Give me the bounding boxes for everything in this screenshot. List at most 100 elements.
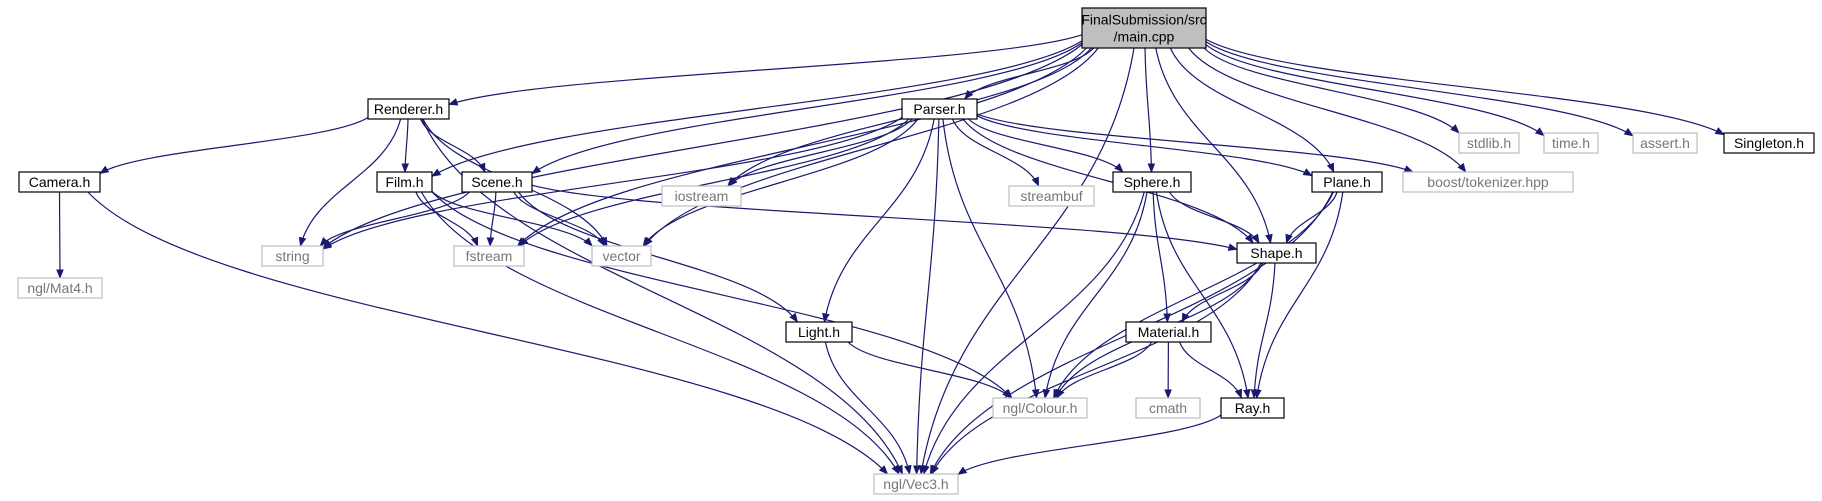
node-streambuf: streambuf — [1008, 185, 1095, 207]
edge-parser-to-tokenizer — [976, 113, 1414, 173]
node-light-label: Light.h — [798, 324, 840, 340]
edge-parser-to-vector — [642, 118, 919, 247]
edge-main-to-stdlib — [1203, 47, 1460, 134]
node-renderer-box — [367, 98, 450, 120]
node-camera[interactable]: Camera.h — [18, 171, 101, 193]
node-stdlib: stdlib.h — [1458, 132, 1520, 154]
edge-sphere-to-ray — [1155, 191, 1251, 399]
edge-camera-to-mat4 — [56, 191, 64, 279]
edge-plane-to-ray — [1254, 191, 1344, 399]
edge-shape-to-ray — [1250, 262, 1276, 399]
node-ray[interactable]: Ray.h — [1220, 397, 1285, 419]
node-film-box — [376, 171, 433, 193]
edge-layer — [56, 34, 1725, 476]
node-stdlib-label: stdlib.h — [1467, 135, 1511, 151]
edge-main-to-renderer — [448, 34, 1083, 106]
node-plane-box — [1311, 171, 1383, 193]
node-stdlib-box — [1458, 132, 1520, 154]
node-assert-label: assert.h — [1640, 135, 1690, 151]
edge-parser-to-string — [322, 117, 903, 250]
node-time-box — [1543, 132, 1599, 154]
edge-parser-to-light — [822, 118, 935, 323]
node-shape-box — [1236, 242, 1317, 264]
node-shape[interactable]: Shape.h — [1236, 242, 1317, 264]
node-sphere[interactable]: Sphere.h — [1112, 171, 1192, 193]
edge-main-to-string — [322, 44, 1083, 249]
node-film[interactable]: Film.h — [376, 171, 433, 193]
node-colour-label: ngl/Colour.h — [1003, 400, 1078, 416]
node-vec3-label: ngl/Vec3.h — [883, 476, 948, 492]
node-light[interactable]: Light.h — [785, 321, 853, 343]
edge-scene-to-light — [518, 191, 799, 323]
edge-film-to-vec3 — [420, 191, 900, 475]
node-mat4-box — [17, 277, 103, 299]
node-parser[interactable]: Parser.h — [901, 98, 978, 120]
edge-film-to-vector — [431, 190, 593, 247]
edge-scene-to-string — [319, 191, 470, 247]
node-singleton[interactable]: Singleton.h — [1723, 132, 1815, 154]
edge-main-to-film — [431, 40, 1083, 177]
node-ray-label: Ray.h — [1235, 400, 1271, 416]
edge-parser-to-colour — [942, 118, 1040, 399]
node-material[interactable]: Material.h — [1125, 321, 1212, 343]
edge-main-to-plane — [1169, 47, 1335, 173]
edge-renderer-to-scene — [420, 118, 486, 173]
edge-shape-to-material — [1181, 262, 1264, 323]
edge-sphere-to-vec3 — [922, 191, 1145, 475]
edge-material-to-colour — [1056, 341, 1153, 399]
node-renderer-label: Renderer.h — [374, 101, 443, 117]
edge-light-to-vec3 — [824, 341, 912, 475]
edge-scene-to-fstream — [486, 191, 497, 247]
edge-main-to-scene — [531, 42, 1083, 175]
edge-main-to-fstream — [517, 47, 1087, 247]
node-scene-label: Scene.h — [471, 174, 522, 190]
node-sphere-box — [1112, 171, 1192, 193]
node-fstream: fstream — [453, 245, 525, 267]
edge-sphere-to-shape — [1168, 191, 1260, 244]
edge-parser-to-plane — [976, 115, 1313, 177]
edge-sphere-to-material — [1152, 191, 1171, 323]
edge-main-to-vec3 — [918, 47, 1135, 475]
node-cmath: cmath — [1135, 397, 1201, 419]
node-scene[interactable]: Scene.h — [461, 171, 533, 193]
edge-renderer-to-film — [401, 118, 410, 173]
node-singleton-label: Singleton.h — [1734, 135, 1804, 151]
edge-scene-to-vector — [513, 191, 606, 247]
edge-parser-to-vec3 — [912, 118, 940, 475]
node-vec3: ngl/Vec3.h — [873, 473, 959, 495]
node-shape-label: Shape.h — [1250, 245, 1302, 261]
node-singleton-box — [1723, 132, 1815, 154]
node-tokenizer-label: boost/tokenizer.hpp — [1427, 174, 1549, 190]
node-camera-box — [18, 171, 101, 193]
edge-plane-to-colour — [1053, 191, 1334, 399]
edge-camera-to-vec3 — [87, 191, 889, 475]
node-renderer[interactable]: Renderer.h — [367, 98, 450, 120]
edge-parser-to-iostream — [728, 118, 913, 187]
edge-main-to-assert — [1205, 41, 1634, 137]
node-main-label: FinalSubmission/src — [1081, 12, 1206, 28]
node-parser-box — [901, 98, 978, 120]
edge-renderer-to-string — [298, 118, 402, 247]
edge-parser-to-sphere — [968, 118, 1124, 173]
edge-main-to-vector — [643, 47, 1099, 247]
edge-plane-to-shape — [1285, 191, 1338, 244]
edge-parser-to-streambuf — [951, 118, 1040, 187]
edge-scene-to-shape — [531, 184, 1238, 251]
node-iostream-box — [661, 185, 742, 207]
node-vector-label: vector — [602, 248, 640, 264]
node-vector: vector — [591, 245, 652, 267]
node-vec3-box — [873, 473, 959, 495]
node-plane[interactable]: Plane.h — [1311, 171, 1383, 193]
node-string-label: string — [275, 248, 309, 264]
node-colour-box — [992, 397, 1088, 419]
node-main[interactable]: FinalSubmission/src/main.cpp — [1081, 7, 1207, 49]
node-scene-box — [461, 171, 533, 193]
edge-light-to-colour — [847, 341, 1012, 399]
node-tokenizer: boost/tokenizer.hpp — [1402, 171, 1574, 193]
node-string: string — [261, 245, 324, 267]
edge-ray-to-vec3 — [957, 414, 1222, 476]
node-string-box — [261, 245, 324, 267]
node-assert-box — [1632, 132, 1698, 154]
node-main-box — [1081, 7, 1207, 49]
